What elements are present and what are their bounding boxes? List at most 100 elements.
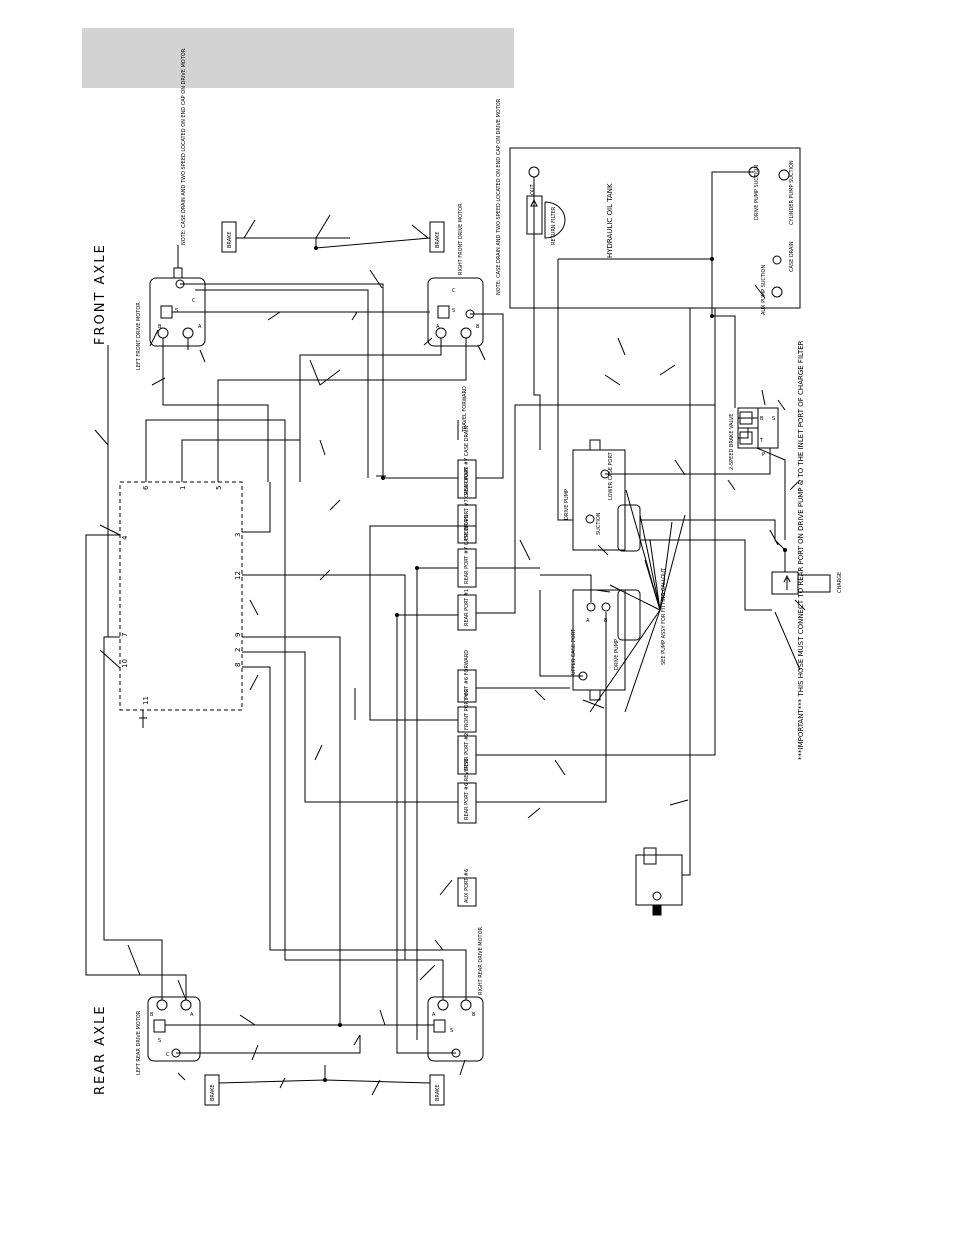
lr-motor-b-port: [156, 999, 168, 1011]
hydraulic-tank: [509, 147, 801, 309]
tag-label-9: AUX PORT #6: [464, 869, 470, 903]
left-rear-motor-label: LEFT REAR DRIVE MOTOR: [136, 1010, 142, 1075]
pump-callout: SEE PUMP ASSY FOR FITTING CALLOUT: [661, 567, 667, 665]
rr-s-label: S: [450, 1028, 453, 1034]
block-port-2: 2: [234, 648, 242, 652]
drive-pump-upper-label: DRIVE PUMP: [564, 489, 570, 520]
brake-front-right: [429, 221, 445, 253]
pump-shaft-lower: [589, 689, 601, 701]
right-rear-motor: [427, 996, 484, 1062]
valve-port-p: P: [762, 452, 765, 458]
left-rear-motor: [147, 996, 201, 1062]
rr-motor-a-port: [437, 999, 449, 1011]
lr-c-label: C: [166, 1052, 170, 1058]
tag-label-6: FRONT PORT #2: [464, 689, 470, 730]
brake-valve-ports: [757, 407, 779, 449]
block-port-10: 10: [121, 659, 129, 668]
rr-motor-b-port: [460, 999, 472, 1011]
block-port-1: 1: [179, 486, 187, 490]
case-drain-port: [772, 255, 782, 265]
cylinder-pump-suction-label: CYLINDER PUMP SUCTION: [789, 160, 795, 225]
front-axle-title: FRONT AXLE: [93, 243, 108, 345]
lower-case-port-label: LOWER CASE PORT: [608, 451, 614, 500]
tag-label-4: REAR PORT #1: [464, 589, 470, 626]
charge-filter-cap: [798, 574, 831, 593]
rf-s-label: S: [452, 308, 455, 314]
charge-label: CHARGE: [837, 572, 843, 593]
rf-a-label: A: [436, 324, 440, 330]
aux-pump-suction-label: AUX PUMP SUCTION: [761, 265, 767, 315]
drive-pump-suction-label: DRIVE PUMP SUCTION: [754, 165, 760, 220]
left-front-motor-label: LEFT FRONT DRIVE MOTOR: [136, 302, 142, 370]
drive-pump-lower-end: [617, 589, 641, 641]
charge-arrow-icon: [783, 574, 791, 590]
pump-callout-leaders: [589, 489, 686, 713]
note-important: ***IMPORTANT*** THIS HOSE MUST CONNECT T…: [797, 340, 805, 760]
lr-motor-s-port: [153, 1019, 166, 1033]
lf-motor-fitting: [173, 267, 183, 279]
aux-pump-suction-port: [771, 286, 783, 298]
pump-port-b: [601, 602, 611, 612]
block-port-11: 11: [142, 696, 150, 705]
block-port-9: 9: [234, 633, 242, 637]
block-port-7: 7: [121, 633, 129, 637]
lf-c-label: C: [192, 298, 196, 304]
lf-a-label: A: [198, 324, 202, 330]
brake-front-left: [221, 221, 237, 253]
brake-label-rl: BRAKE: [210, 1084, 216, 1101]
brake-valve-label: 2-SPEED BRAKE VALVE: [729, 414, 735, 470]
engine-top-fitting: [643, 847, 657, 865]
travel-forward-label: TRAVEL FORWARD: [462, 386, 468, 433]
tank-out-port: [528, 166, 540, 178]
plug-11-icon: [139, 710, 147, 728]
lf-s-label: S: [175, 308, 178, 314]
important-leader: [774, 611, 801, 671]
tag-label-7: REAR PORT #2: [464, 733, 470, 770]
engine-shaft: [652, 904, 662, 916]
tag-label-1: REAR PORT #7 CASE DRAIN: [464, 425, 470, 495]
brake-rear-left: [204, 1074, 220, 1106]
rf-b-label: B: [476, 324, 480, 330]
block-port-5: 5: [215, 486, 223, 490]
charge-filter-body: [771, 571, 799, 595]
upper-case-port-label: UPPER CASE PORT: [571, 628, 577, 675]
lr-motor-a-port: [180, 999, 192, 1011]
header-banner: [82, 28, 514, 88]
lr-s-label: S: [158, 1038, 161, 1044]
tag-label-2: FRONT PORT #7 CASE DRAIN: [464, 467, 470, 540]
drive-pump-lower-label: DRIVE PUMP: [614, 639, 620, 670]
lr-a-label: A: [190, 1012, 194, 1018]
tag-label-8: REAR PORT #6 REVERSE: [464, 758, 470, 820]
lf-motor-a-port: [182, 327, 194, 339]
tag-label-3: REAR PORT #7 CASE DRAIN: [464, 514, 470, 584]
brake-label-fl: BRAKE: [227, 231, 233, 248]
engine-pump-unit: [635, 854, 683, 906]
right-rear-motor-label: RIGHT REAR DRIVE MOTOR: [478, 926, 484, 995]
rr-a-label: A: [432, 1012, 436, 1018]
drive-pump-upper-end: [617, 504, 641, 552]
valve-port-s: S: [772, 416, 775, 422]
right-front-motor-label: RIGHT FRONT DRIVE MOTOR: [458, 203, 464, 275]
block-port-3: 3: [234, 533, 242, 537]
lr-b-label: B: [150, 1012, 154, 1018]
pump-shaft-upper: [589, 439, 601, 451]
block-port-6: 6: [142, 485, 150, 490]
brake-label-rr: BRAKE: [435, 1084, 441, 1101]
block-port-8: 8: [234, 663, 242, 667]
brake-rear-right: [429, 1074, 445, 1106]
suction-port: [585, 514, 595, 524]
pump-port-a: [586, 602, 596, 612]
lf-b-label: B: [158, 324, 162, 330]
return-filter-bowl: [544, 201, 566, 239]
note-case-drain-left: NOTE: CASE DRAIN AND TWO SPEED LOCATED O…: [181, 47, 187, 245]
rf-c-label: C: [452, 288, 456, 294]
leader-ticks: [94, 219, 806, 1096]
hose-lines: [85, 171, 786, 1084]
tag-rear-port-case-drain: [457, 459, 477, 499]
rf-motor-b-port: [460, 327, 472, 339]
case-drain-label: CASE DRAIN: [789, 241, 795, 272]
block-port-12: 12: [234, 571, 242, 580]
tag-port-6-forward: [457, 669, 477, 703]
right-front-motor: [427, 277, 484, 347]
